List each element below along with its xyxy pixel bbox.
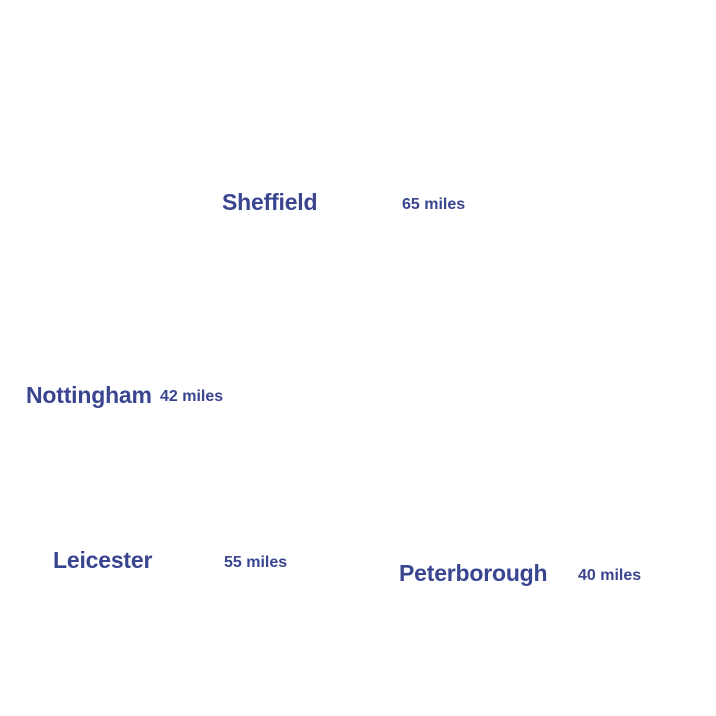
city-label-peterborough: Peterborough — [399, 560, 548, 586]
distance-label-sheffield: 65 miles — [402, 196, 466, 213]
distance-label-leicester: 55 miles — [224, 554, 288, 571]
city-label-sheffield: Sheffield — [222, 189, 318, 215]
distance-label-nottingham: 42 miles — [160, 388, 224, 405]
city-label-leicester: Leicester — [53, 547, 153, 573]
distance-label-peterborough: 40 miles — [578, 567, 642, 584]
city-label-nottingham: Nottingham — [26, 382, 152, 408]
